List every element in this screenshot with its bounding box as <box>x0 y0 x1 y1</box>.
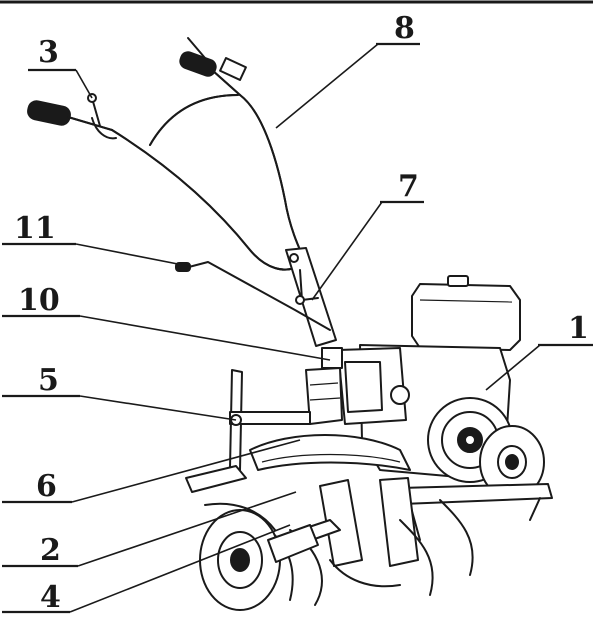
callout-8-number: 8 <box>394 11 415 46</box>
callout-3-number: 3 <box>38 35 59 70</box>
tiller-drawing <box>27 37 553 611</box>
callout-2-number: 2 <box>40 533 61 568</box>
handlebar <box>27 37 309 271</box>
callout-5: 5 <box>2 363 237 421</box>
callout-8: 8 <box>275 11 420 129</box>
callout-11-number: 11 <box>14 211 56 246</box>
left-grip <box>27 100 113 131</box>
callout-10: 10 <box>2 283 331 361</box>
callout-7: 7 <box>311 169 424 301</box>
engine <box>305 275 521 483</box>
callout-11: 11 <box>2 211 189 267</box>
right-grip <box>179 37 247 96</box>
tine-shield <box>249 434 411 471</box>
callout-4-number: 4 <box>40 580 61 615</box>
callout-6: 6 <box>2 439 301 504</box>
callout-2: 2 <box>2 491 297 568</box>
callout-7-number: 7 <box>398 169 419 204</box>
callout-1: 1 <box>485 311 593 391</box>
callout-6-number: 6 <box>36 469 57 504</box>
callout-1-number: 1 <box>568 311 589 346</box>
front-frame <box>399 483 553 541</box>
callout-4: 4 <box>2 524 291 615</box>
transport-wheel <box>479 425 545 499</box>
gear-lever <box>175 261 331 331</box>
depth-stake <box>185 369 311 493</box>
handle-column <box>285 247 337 347</box>
callout-10-number: 10 <box>18 283 60 318</box>
callout-3: 3 <box>28 35 93 99</box>
side-disc <box>199 509 319 611</box>
callout-5-number: 5 <box>38 363 59 398</box>
